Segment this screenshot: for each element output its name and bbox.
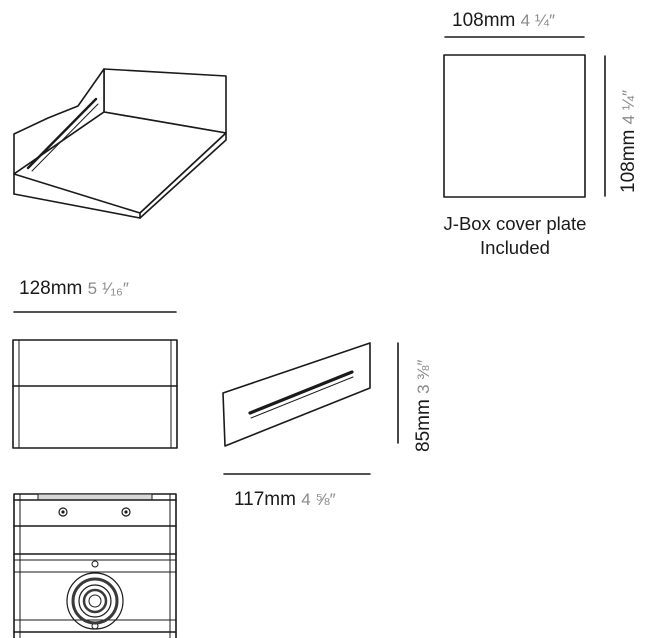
side-width-label: 117mm 4 ⅝″ [234, 490, 336, 509]
top-square-height-label: 108mm 4 ¼″ [618, 89, 639, 193]
jbox-caption: J-Box cover plate Included [420, 212, 610, 260]
top-square-width-mm: 108mm [452, 10, 516, 31]
jbox-caption-line2: Included [480, 237, 550, 258]
front-width-mm: 128mm [19, 278, 83, 299]
top-square-width-in: 4 ¼″ [520, 11, 556, 30]
front-width-in: 5 ¹⁄₁₆″ [87, 279, 129, 298]
screw-hole-right [121, 507, 131, 517]
side-height-label: 85mm 3 ⅜″ [413, 359, 434, 452]
side-height-in: 3 ⅜″ [414, 359, 433, 394]
top-square-height-in: 4 ¼″ [619, 89, 638, 125]
top-square-height-mm: 108mm [618, 129, 639, 193]
screw-hole-left [58, 507, 68, 517]
jbox-cover-plate-view [443, 36, 606, 198]
top-square-width-label: 108mm 4 ¼″ [452, 11, 555, 30]
cable-gland [66, 572, 124, 630]
side-view [222, 342, 399, 475]
side-height-mm: 85mm [413, 399, 434, 452]
isometric-fixture-view [13, 68, 227, 219]
front-view [12, 311, 178, 449]
side-width-mm: 117mm [234, 489, 296, 510]
side-width-in: 4 ⅝″ [301, 490, 336, 509]
jbox-caption-line1: J-Box cover plate [443, 213, 587, 234]
back-view [13, 493, 177, 638]
front-width-label: 128mm 5 ¹⁄₁₆″ [19, 279, 129, 298]
